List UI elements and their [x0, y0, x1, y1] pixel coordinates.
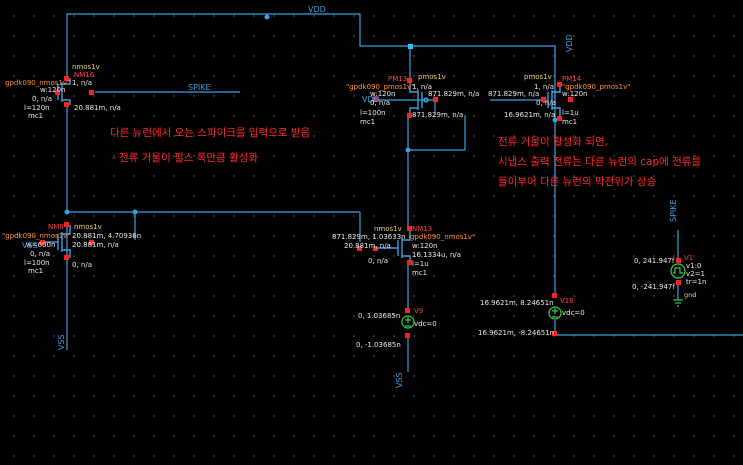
nm13-op: 871.829m, 1.03633n: [332, 233, 406, 241]
nm8-param: w=600n: [26, 241, 56, 249]
nm16-param: l=120n: [24, 104, 50, 112]
nm16-op: 20.881m, n/a: [74, 104, 121, 112]
v1-op: 0, -241.947f: [632, 283, 675, 291]
pm13-param: 0, n/a: [370, 99, 390, 107]
v9-value: vdc=0: [414, 320, 437, 328]
v9-op: 0, -1.03685n: [356, 341, 401, 349]
nm8-op: 20.881m, n/a: [72, 241, 119, 249]
net-label-vdd-right[interactable]: VDD: [565, 34, 574, 52]
pm13-param: 1, n/a: [412, 83, 432, 91]
v1-gnd-label: gnd: [684, 291, 697, 299]
pm13-op: 871.829m, n/a: [412, 111, 464, 119]
nm8-param: mc1: [28, 267, 44, 275]
nm8-lib: "gpdk090_nmos1v": [2, 232, 71, 240]
pm14-lib: "gpdk090_pmos1v": [562, 83, 631, 91]
nm13-param: w:120n: [412, 242, 438, 250]
nm8-op: 20.881m, 4.70936n: [72, 232, 142, 240]
nm8-param: 0, n/a: [30, 250, 50, 258]
pm13-lib: "gpdk090_pmos1v": [346, 83, 415, 91]
v1-pulse-symbol: [670, 263, 686, 279]
nm13-name[interactable]: NM13: [412, 225, 433, 233]
v9-source-symbol: [401, 315, 415, 329]
v16-value: vdc=0: [562, 309, 585, 317]
pm14-name[interactable]: PM14: [562, 75, 582, 83]
v1-param: v1:0: [686, 262, 702, 270]
net-label-vss-bottom[interactable]: VSS: [395, 372, 404, 388]
pm14-param: 0, n/a: [536, 99, 556, 107]
net-label-vss-mid[interactable]: VSS: [57, 334, 66, 350]
note-left-line2: - 전류 거울이 펄스 폭만큼 활성화: [112, 152, 259, 164]
nm16-param: mc1: [28, 112, 44, 120]
v16-name[interactable]: V16: [560, 297, 574, 305]
pm13-param: l=100n: [360, 109, 386, 117]
v1-name[interactable]: V1: [684, 254, 694, 262]
net-label-vdd-left[interactable]: VDD: [362, 95, 380, 104]
pm14-op: 871.829m, n/a: [488, 90, 540, 98]
pm14-param: l=1u: [562, 109, 579, 117]
pm14-param: 1, n/a: [534, 83, 554, 91]
pm13-param: w:120n: [370, 90, 396, 98]
nm8-model: nmos1v: [74, 223, 102, 231]
vdd-net-wire: [66, 13, 556, 120]
nm13-model: nmos1v: [374, 225, 402, 233]
note-right-line1: 전류 거울이 활성화 되면,: [498, 136, 608, 148]
nm13-lib: gpdk090_nmos1v": [410, 233, 476, 241]
nm13-op: 20.881m, n/a: [344, 242, 391, 250]
net-label-spike-left[interactable]: SPIKE: [188, 83, 211, 92]
nm13-op: 16.1334u, n/a: [412, 251, 461, 259]
nm16-param: 1, n/a: [72, 79, 92, 87]
v1-op: 0, 241.947f: [634, 257, 675, 265]
nm13-param: 0, n/a: [368, 257, 388, 265]
v16-source-symbol: [548, 306, 562, 320]
nm16-name[interactable]: NM16: [74, 71, 95, 79]
pm13-name[interactable]: PM13: [388, 75, 408, 83]
v9-name[interactable]: V9: [414, 307, 424, 315]
v1-param: tr=1n: [686, 278, 707, 286]
nm8-param: l=100n: [24, 259, 50, 267]
pm14-model: pmos1v: [524, 73, 552, 81]
v9-op: 0, 1.03685n: [358, 312, 401, 320]
nm8-op: 0, n/a: [72, 261, 92, 269]
nm8-name[interactable]: NM8: [48, 223, 64, 231]
pm13-param: mc1: [360, 118, 376, 126]
net-label-spike-right[interactable]: SPIKE: [669, 199, 678, 222]
note-right-line3: 들이부어 다른 뉴런의 막전위가 상승: [498, 176, 657, 188]
nm13-param: mc1: [412, 269, 428, 277]
v16-op: 16.9621m, 8.24651n: [480, 299, 554, 307]
nm13-param: l=1u: [412, 260, 429, 268]
pm13-op: 871.829m, n/a: [428, 90, 480, 98]
v16-op: 16.9621m, -8.24651n: [478, 329, 555, 337]
pm13-model: pmos1v: [418, 73, 446, 81]
pm14-op: 16.9621m, n/a: [504, 111, 556, 119]
pm14-param: mc1: [562, 118, 578, 126]
nm16-param: 0, n/a: [32, 95, 52, 103]
nm16-model: nmos1v: [72, 63, 100, 71]
net-label-vdd-top[interactable]: VDD: [308, 5, 326, 14]
pm14-param: w:120n: [562, 90, 588, 98]
nm16-lib: gpdk090_nmos1v": [5, 79, 71, 87]
nm16-param: w:120n: [40, 86, 66, 94]
v1-param: v2=1: [686, 270, 705, 278]
net-label-vss-left[interactable]: VSS: [22, 241, 38, 250]
note-left-line1: 다른 뉴런에서 오는 스파이크를 입력으로 받음: [110, 127, 311, 139]
note-right-line2: 시냅스 출력 전류는 다른 뉴런의 cap에 전류를: [498, 156, 702, 168]
